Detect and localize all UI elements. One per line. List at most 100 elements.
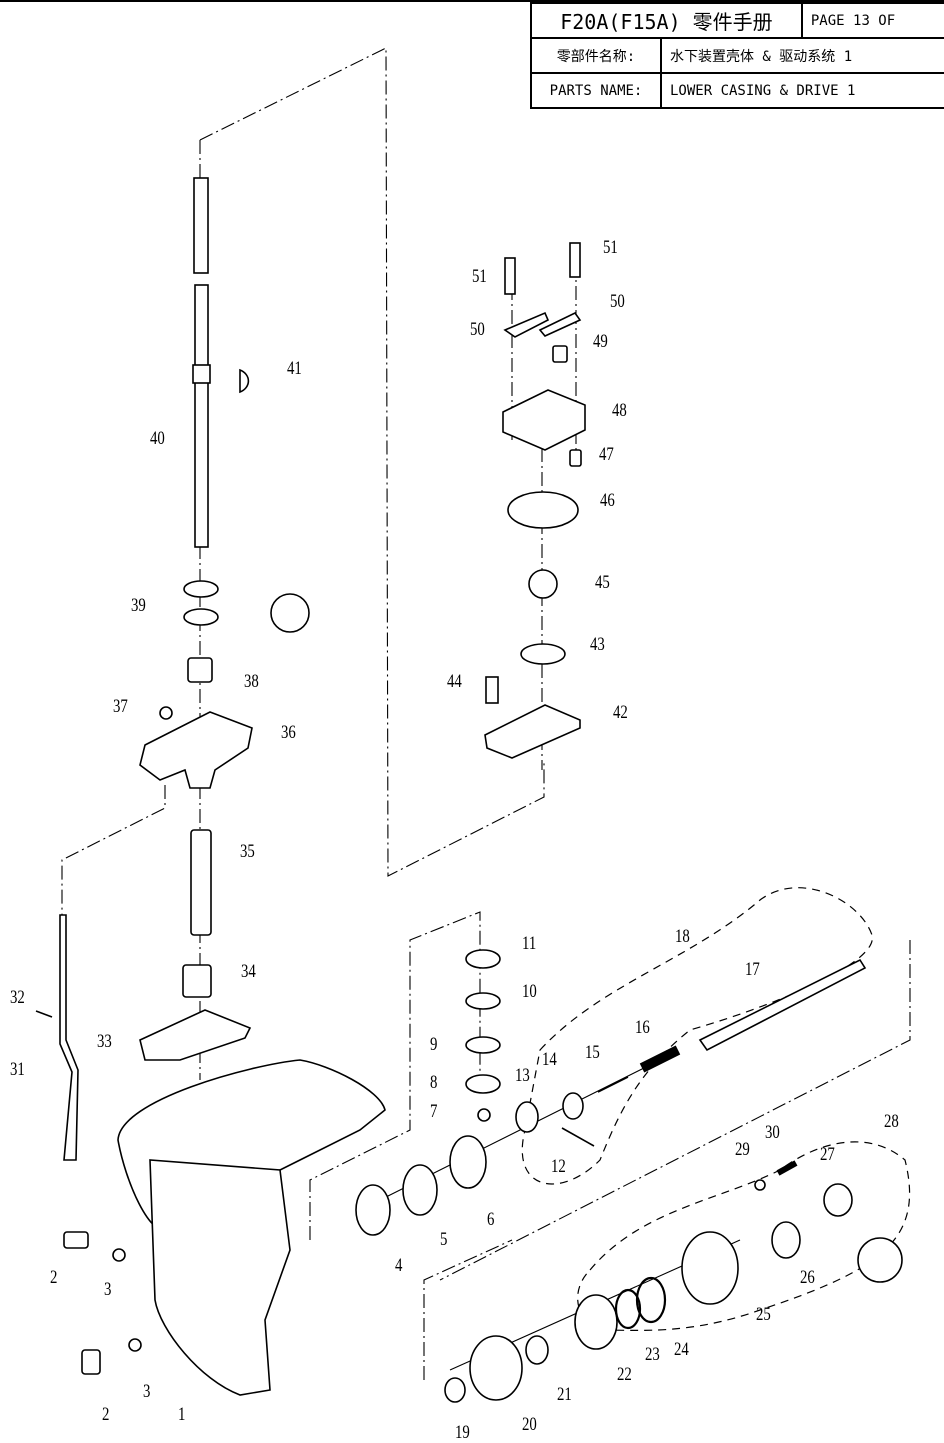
woodruff-key-41 [239,368,250,394]
seal-detail-circle-28 [857,1237,903,1283]
plate-50-left [503,311,550,338]
pinion-8 [465,1074,501,1094]
callout-19: 19 [455,1422,470,1443]
callout-23: 23 [645,1344,660,1365]
gasket-33 [139,1009,252,1061]
shim-4 [355,1184,391,1236]
callout-39: 39 [131,595,146,616]
callout-33: 33 [97,1031,112,1052]
callout-40: 40 [150,428,165,449]
callout-32: 32 [10,987,25,1008]
callout-42: 42 [613,702,628,723]
callout-41: 41 [287,358,302,379]
shim-9 [465,1036,501,1054]
callout-47: 47 [599,444,614,465]
callout-18: 18 [675,926,690,947]
callout-3-lower: 3 [143,1381,151,1402]
callout-43: 43 [590,634,605,655]
callout-2-upper: 2 [50,1267,58,1288]
callout-35: 35 [240,841,255,862]
callout-12: 12 [551,1156,566,1177]
gasket-3-lower [128,1338,142,1352]
callout-7: 7 [430,1101,438,1122]
housing-36 [139,711,253,789]
callout-8: 8 [430,1072,438,1093]
pin-32 [35,1010,53,1018]
washer-19 [444,1377,466,1403]
callout-26: 26 [800,1267,815,1288]
seals-27 [823,1183,853,1217]
group-outline-28 [577,1141,911,1332]
insert-49 [552,345,568,363]
insert-cartridge-46 [507,491,579,529]
callout-5: 5 [440,1229,448,1250]
callout-50-left: 50 [470,319,485,340]
callout-3-upper: 3 [104,1279,112,1300]
callout-36: 36 [281,722,296,743]
o-ring-37 [159,706,173,720]
bolt-44 [485,676,499,704]
drain-plug-2-upper [63,1231,89,1249]
callout-45: 45 [595,572,610,593]
callout-38: 38 [244,671,259,692]
callout-16: 16 [635,1017,650,1038]
callout-28: 28 [884,1111,899,1132]
parts-name-en-label: PARTS NAME: [530,72,662,109]
seals-39 [183,580,219,626]
callout-6: 6 [487,1209,495,1230]
lower-casing-1 [117,1059,386,1396]
impeller-45 [528,569,558,599]
forward-gear-6 [449,1135,487,1189]
drain-plug-2-lower [81,1349,101,1375]
spring-16 [639,1045,681,1073]
clip-14 [562,1092,584,1120]
parts-name-en-value: LOWER CASING & DRIVE 1 [660,72,944,109]
washer-11 [465,949,501,969]
callout-14: 14 [542,1049,557,1070]
callout-44: 44 [447,671,462,692]
outer-plate-42 [484,704,581,759]
clutch-13 [515,1101,539,1133]
callout-51-right: 51 [603,237,618,258]
pin-12 [561,1127,595,1147]
o-ring-24 [635,1276,667,1324]
callout-50-right: 50 [610,291,625,312]
bearing-34 [182,964,212,998]
pin-47 [569,449,582,467]
plate-50-right [538,311,582,337]
bolt-51-left [504,257,516,295]
pump-housing-48 [502,389,586,451]
callout-31: 31 [10,1059,25,1080]
bearing-22 [574,1294,618,1350]
callout-4: 4 [395,1255,403,1276]
callout-34: 34 [241,961,256,982]
washer-10 [465,992,501,1010]
callout-51-left: 51 [472,266,487,287]
group-outline-18 [521,887,873,1185]
o-ring-43 [520,643,566,665]
bushing-38 [187,657,213,683]
callout-1: 1 [178,1404,186,1425]
callout-10: 10 [522,981,537,1002]
parts-name-cn-value: 水下装置壳体 & 驱动系统 1 [660,37,944,74]
callout-46: 46 [600,490,615,511]
seal-detail-circle [270,593,310,633]
bolt-30 [776,1160,798,1176]
bolt-51-right [569,242,581,278]
callout-49: 49 [593,331,608,352]
callout-27: 27 [820,1144,835,1165]
reverse-gear-20 [469,1335,523,1401]
bearing-5 [402,1164,438,1216]
shim-21 [525,1335,549,1365]
bearing-housing-25 [681,1231,739,1305]
nut-7 [477,1108,491,1122]
gasket-3-upper [112,1248,126,1262]
propeller-shaft-17 [698,958,867,1052]
driveshaft-upper [193,177,209,274]
callout-20: 20 [522,1414,537,1435]
callout-13: 13 [515,1065,530,1086]
callout-30: 30 [765,1122,780,1143]
tube-35 [190,829,212,936]
page-number: PAGE 13 OF [800,2,944,39]
